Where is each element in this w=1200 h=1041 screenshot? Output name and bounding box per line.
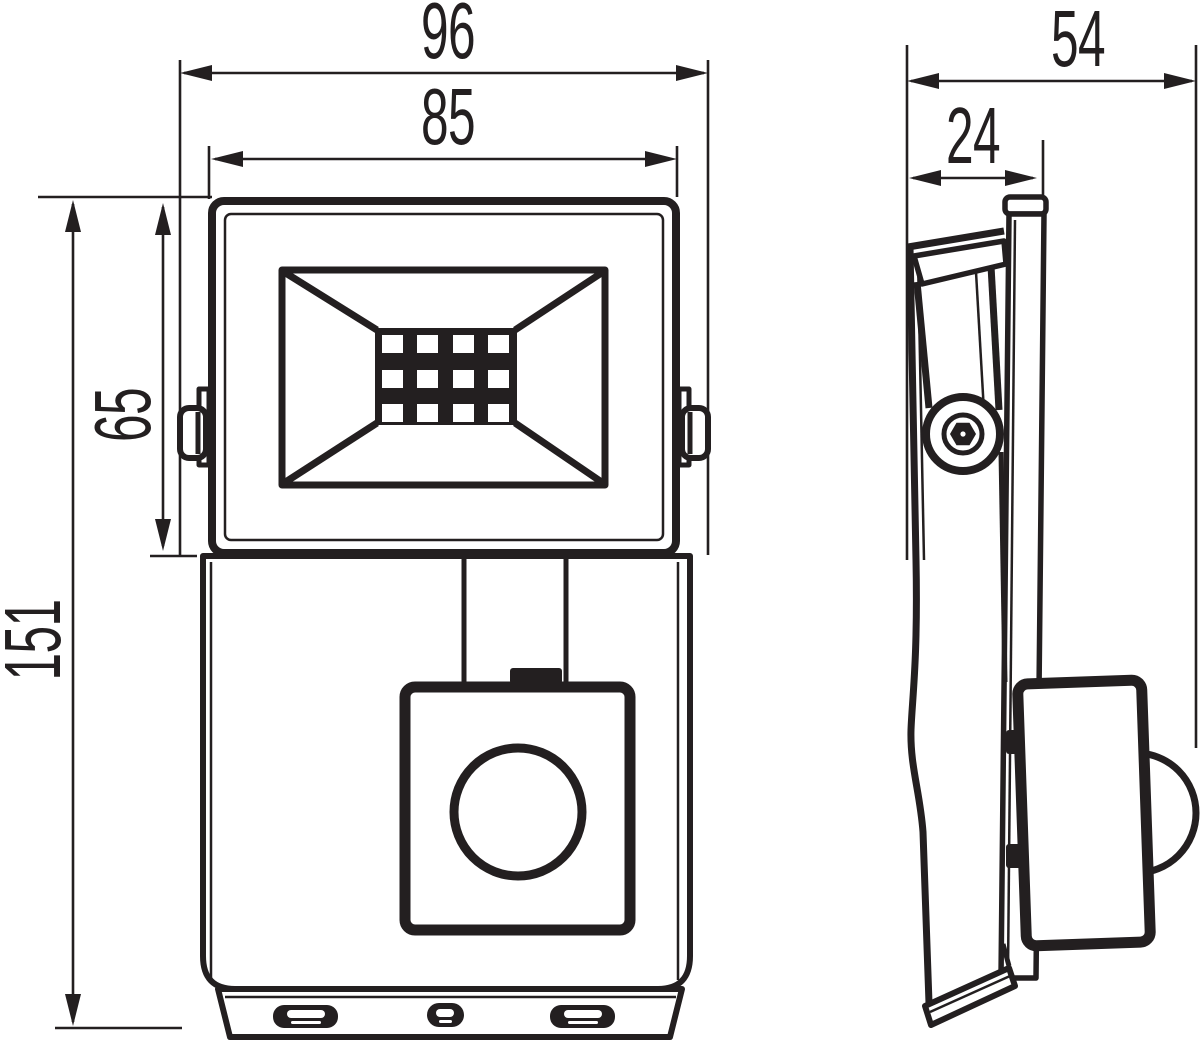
sensor-housing-side [1012, 674, 1156, 952]
dim-label-overall-depth: 54 [1051, 0, 1105, 84]
bracket-arm-inner-line [974, 271, 986, 413]
slot-opening [564, 1010, 602, 1018]
mounting-slot-right [550, 1005, 615, 1028]
hinge-joint [922, 393, 1004, 475]
dim-front-head-height: 65 [38, 195, 212, 558]
foot-connector [1000, 943, 1012, 967]
slot-highlight [439, 1020, 452, 1023]
sensor-stem [461, 556, 569, 684]
arrowhead-up [65, 200, 81, 232]
dim-front-head-width: 85 [207, 73, 679, 199]
slot-highlight [291, 1021, 321, 1024]
arrowhead-left [907, 73, 939, 89]
slot-opening [287, 1010, 325, 1018]
bracket-crossbar [911, 238, 1009, 287]
reflector [278, 266, 609, 489]
bracket-arm-back [987, 265, 1003, 411]
screw-center-dot [960, 431, 966, 437]
arrowhead-right [1005, 170, 1037, 186]
arrowhead-right [676, 65, 708, 81]
side-bracket [911, 238, 1009, 475]
housing-clip-top [1006, 730, 1022, 754]
led-chips [382, 335, 509, 422]
slot-highlight [568, 1021, 598, 1024]
pivot-knob [679, 405, 711, 461]
slab-top-edge [907, 227, 1005, 251]
front-hinge-knob-right [676, 386, 711, 468]
arrowhead-left [180, 65, 212, 81]
dim-front-overall-width: 96 [178, 0, 710, 555]
slot-opening [436, 1009, 454, 1017]
dim-label-head-height: 65 [79, 388, 168, 442]
side-foot [922, 943, 1018, 1028]
slab-front-face [906, 246, 933, 1004]
mounting-slot-left [273, 1005, 338, 1028]
dim-side-head-depth: 24 [909, 92, 1045, 212]
arrowhead-right [1164, 73, 1196, 89]
arrowhead-down [65, 994, 81, 1026]
pivot-knob [177, 405, 209, 461]
slab-back-edge [998, 451, 1008, 683]
front-head [208, 197, 680, 557]
front-hinge-knob-left [177, 386, 212, 468]
led-chip-array [375, 328, 517, 425]
dim-side-overall-depth: 54 [905, 0, 1198, 748]
reflector-edge-tl [282, 269, 379, 333]
sensor-mount-tab [510, 668, 562, 684]
arrowhead-up [155, 203, 171, 235]
housing-clip-bottom [1006, 844, 1022, 868]
dim-label-overall-width: 96 [421, 0, 475, 76]
dim-label-head-depth: 24 [946, 92, 1000, 181]
front-sensor-module [399, 681, 636, 936]
mounting-slot-center [427, 1003, 464, 1027]
dim-front-overall-height: 151 [0, 200, 182, 1030]
bracket-arm-front [913, 281, 933, 409]
reflector-edge-bl [282, 420, 379, 486]
side-sensor-module [1006, 674, 1200, 952]
front-base-plate [215, 986, 685, 1040]
arrowhead-down [155, 519, 171, 551]
reflector-edge-tr [513, 269, 605, 333]
arrowhead-left [211, 151, 243, 167]
foot-inner-line [929, 974, 1011, 1014]
sensor-lens [449, 743, 587, 881]
dim-label-head-width: 85 [421, 73, 475, 162]
arrowhead-right [645, 151, 677, 167]
front-view [177, 197, 711, 1040]
reflector-edge-br [513, 420, 605, 486]
head-inner-line [223, 212, 665, 542]
arrowhead-left [909, 170, 941, 186]
side-view [906, 194, 1200, 1028]
foot-outline [922, 965, 1018, 1028]
dim-label-overall-height: 151 [0, 600, 78, 681]
